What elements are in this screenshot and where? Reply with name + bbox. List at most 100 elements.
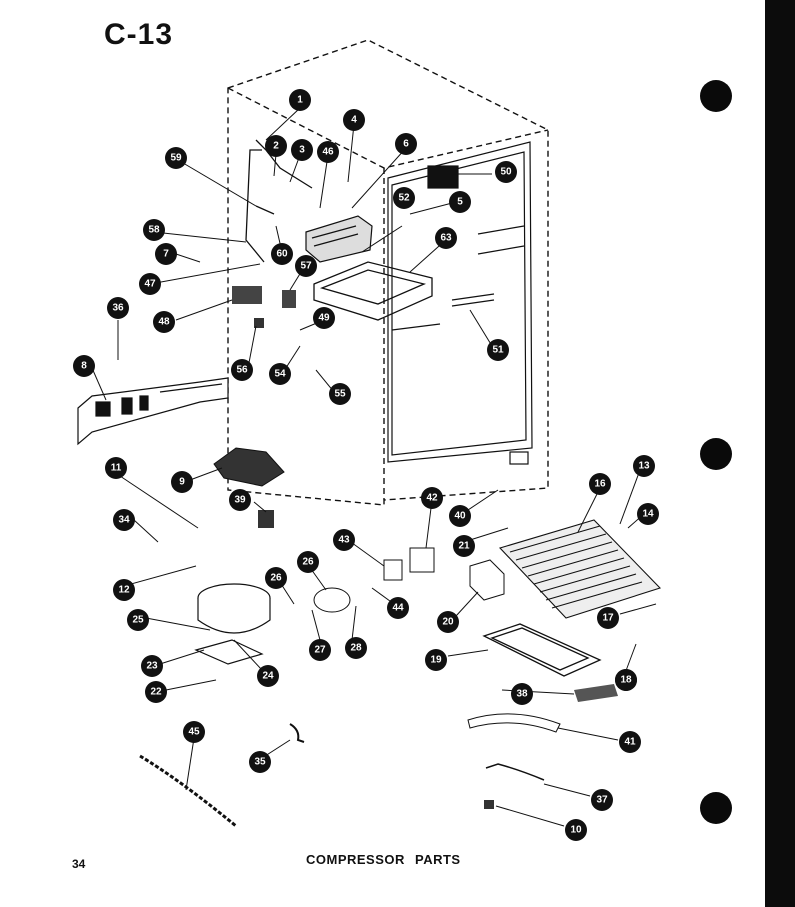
callout-9: 9 (171, 471, 193, 493)
callout-10: 10 (565, 819, 587, 841)
svg-text:40: 40 (454, 511, 466, 522)
svg-text:49: 49 (318, 313, 330, 324)
callout-52: 52 (393, 187, 415, 209)
svg-text:8: 8 (81, 361, 87, 372)
binder-hole-bottom (700, 792, 732, 824)
callout-4: 4 (343, 109, 365, 131)
svg-text:60: 60 (276, 249, 288, 260)
callout-27: 27 (309, 639, 331, 661)
callout-46: 46 (317, 141, 339, 163)
svg-text:34: 34 (118, 515, 130, 526)
compressor (194, 583, 271, 665)
leader-lines (91, 107, 657, 827)
callout-8: 8 (73, 355, 95, 377)
svg-text:10: 10 (570, 825, 582, 836)
svg-text:24: 24 (262, 671, 274, 682)
binder-hole-top (700, 80, 732, 112)
svg-text:45: 45 (188, 727, 200, 738)
svg-text:54: 54 (274, 369, 286, 380)
svg-text:52: 52 (398, 193, 410, 204)
svg-text:7: 7 (163, 249, 169, 260)
callout-3: 3 (291, 139, 313, 161)
svg-text:11: 11 (111, 463, 122, 474)
callout-40: 40 (449, 505, 471, 527)
svg-text:39: 39 (234, 495, 246, 506)
svg-text:43: 43 (338, 535, 350, 546)
callout-41: 41 (619, 731, 641, 753)
callout-18: 18 (615, 669, 637, 691)
callout-19: 19 (425, 649, 447, 671)
callout-39: 39 (229, 489, 251, 511)
svg-text:22: 22 (150, 687, 162, 698)
callout-49: 49 (313, 307, 335, 329)
callout-36: 36 (107, 297, 129, 319)
svg-text:47: 47 (144, 279, 156, 290)
svg-text:20: 20 (442, 617, 454, 628)
svg-text:41: 41 (624, 737, 636, 748)
callout-58: 58 (143, 219, 165, 241)
svg-text:9: 9 (179, 477, 185, 488)
svg-text:23: 23 (146, 661, 158, 672)
callout-63: 63 (435, 227, 457, 249)
binder-hole-middle (700, 438, 732, 470)
callout-2: 2 (265, 135, 287, 157)
callout-26b: 26 (297, 551, 319, 573)
svg-text:18: 18 (620, 675, 632, 686)
svg-text:6: 6 (403, 139, 409, 150)
svg-text:36: 36 (112, 303, 124, 314)
callout-26a: 26 (265, 567, 287, 589)
callout-54: 54 (269, 363, 291, 385)
svg-text:46: 46 (322, 147, 334, 158)
callout-59: 59 (165, 147, 187, 169)
cabinet-outline (227, 39, 549, 506)
callout-12: 12 (113, 579, 135, 601)
refrigerant-tubing (245, 139, 313, 263)
part-20-shape (469, 559, 505, 601)
callout-50: 50 (495, 161, 517, 183)
diagram-caption: COMPRESSOR PARTS (306, 852, 461, 867)
part-26-cover-shape (313, 587, 351, 613)
svg-text:55: 55 (334, 389, 346, 400)
callout-55: 55 (329, 383, 351, 405)
callout-51: 51 (487, 339, 509, 361)
svg-text:17: 17 (602, 613, 614, 624)
svg-text:50: 50 (500, 167, 512, 178)
part-56-shape (254, 318, 264, 328)
callout-43: 43 (333, 529, 355, 551)
part-10-shape (484, 800, 494, 809)
part-38-shape (574, 684, 618, 702)
callout-23: 23 (141, 655, 163, 677)
callouts: 1 2 3 4 5 6 7 8 9 10 11 12 13 14 16 16 1… (73, 89, 659, 841)
callout-56: 56 (231, 359, 253, 381)
svg-text:35: 35 (254, 757, 266, 768)
mounting-bracket (77, 377, 229, 446)
svg-text:3: 3 (299, 145, 305, 156)
callout-17: 17 (597, 607, 619, 629)
cabinet-liner (387, 141, 533, 465)
callout-1: 1 (289, 89, 311, 111)
svg-text:2: 2 (273, 141, 279, 152)
callout-16a: 16 (589, 473, 611, 495)
page-number: 34 (72, 857, 86, 871)
drain-pan (482, 623, 602, 677)
callout-38: 38 (511, 683, 533, 705)
callout-5: 5 (449, 191, 471, 213)
callout-24: 24 (257, 665, 279, 687)
part-39-shape (258, 510, 274, 528)
callout-45: 45 (183, 721, 205, 743)
callout-25: 25 (127, 609, 149, 631)
svg-text:59: 59 (170, 153, 182, 164)
part-43-shape (383, 559, 403, 581)
svg-text:48: 48 (158, 317, 170, 328)
svg-text:5: 5 (457, 197, 463, 208)
ice-maker (305, 215, 373, 263)
callout-37: 37 (591, 789, 613, 811)
callout-35: 35 (249, 751, 271, 773)
callout-20-label: 20 (437, 611, 459, 633)
svg-text:27: 27 (314, 645, 326, 656)
svg-text:1: 1 (297, 95, 303, 106)
svg-text:26: 26 (302, 557, 314, 568)
callout-34: 34 (113, 509, 135, 531)
svg-text:44: 44 (392, 603, 404, 614)
